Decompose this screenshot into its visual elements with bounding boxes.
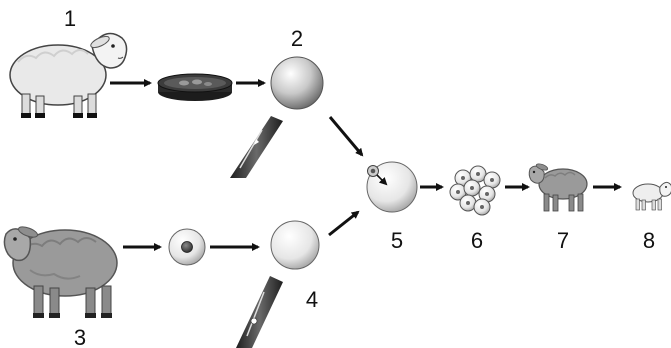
micropipette-icon (230, 116, 283, 178)
arrow-icon (328, 210, 360, 237)
egg-cell-icon (168, 228, 206, 266)
label-8: 8 (643, 228, 655, 253)
label-7: 7 (557, 228, 569, 253)
egg-donor-sheep-icon (3, 226, 118, 318)
micropipette-icon (236, 276, 283, 348)
label-2: 2 (291, 26, 303, 51)
embryo-cluster-icon (449, 165, 501, 216)
surrogate-sheep-icon (528, 163, 588, 212)
petri-dish-icon (157, 73, 233, 101)
label-6: 6 (471, 228, 483, 253)
cloned-lamb-icon (632, 181, 671, 211)
enucleated-egg-icon (270, 220, 320, 270)
label-5: 5 (391, 228, 403, 253)
body-cell-icon (270, 56, 324, 110)
donor-sheep-icon (9, 32, 128, 118)
fused-cell-icon (366, 161, 418, 213)
label-4: 4 (306, 287, 318, 312)
arrow-icon (328, 116, 364, 157)
label-1: 1 (64, 6, 76, 31)
label-3: 3 (74, 325, 86, 348)
